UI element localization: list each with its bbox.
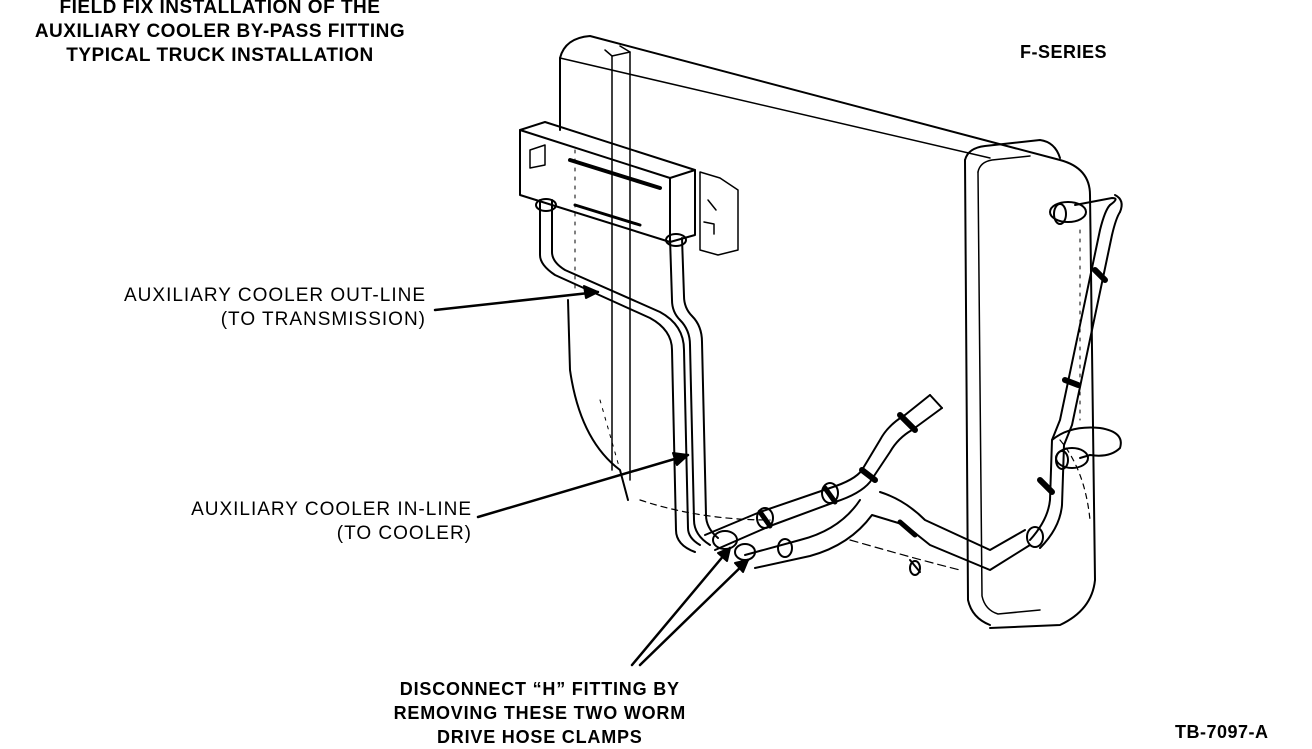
callout-out-line-2: (TO TRANSMISSION) <box>220 309 426 330</box>
leader-arrows <box>433 285 750 667</box>
radiator-body <box>559 35 1096 629</box>
title-line-1: FIELD FIX INSTALLATION OF THE <box>59 0 381 18</box>
callout-in-line-1: AUXILIARY COOLER IN-LINE <box>191 499 472 520</box>
arrow-in-line <box>476 453 690 519</box>
callout-in-line: AUXILIARY COOLER IN-LINE (TO COOLER) <box>191 498 472 546</box>
callout-out-line: AUXILIARY COOLER OUT-LINE (TO TRANSMISSI… <box>124 284 426 332</box>
callout-clamps-3: DRIVE HOSE CLAMPS <box>436 727 643 747</box>
series-label: F-SERIES <box>1020 42 1108 62</box>
figure-title: FIELD FIX INSTALLATION OF THE AUXILIARY … <box>0 0 440 68</box>
arrow-out-line <box>433 290 600 312</box>
callout-clamps: DISCONNECT “H” FITTING BY REMOVING THESE… <box>394 677 686 749</box>
figure-number: TB-7097-A <box>1175 722 1269 742</box>
auxiliary-cooler <box>519 121 739 256</box>
title-line-3: TYPICAL TRUCK INSTALLATION <box>66 45 374 66</box>
title-line-2: AUXILIARY COOLER BY-PASS FITTING <box>34 21 406 42</box>
callout-clamps-2: REMOVING THESE TWO WORM <box>393 703 686 723</box>
arrow-clamp-2 <box>638 558 750 667</box>
callout-clamps-1: DISCONNECT “H” FITTING BY <box>399 679 680 699</box>
arrow-clamp-1 <box>630 546 732 667</box>
cooler-out-line <box>535 198 701 553</box>
callout-in-line-2: (TO COOLER) <box>336 523 472 544</box>
cooler-in-line <box>665 233 719 546</box>
radiator-side-lines <box>1026 194 1123 549</box>
callout-out-line-1: AUXILIARY COOLER OUT-LINE <box>124 285 426 306</box>
